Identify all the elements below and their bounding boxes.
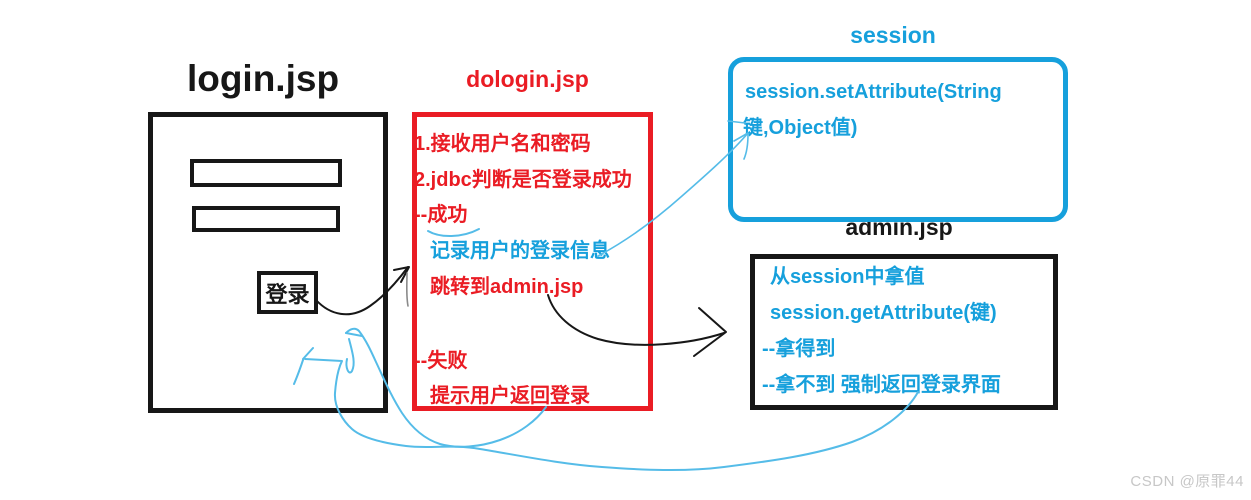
- csdn-watermark: CSDN @原罪44: [1130, 473, 1244, 490]
- admin-no-value-force-login: --拿不到 强制返回登录界面: [762, 374, 1001, 396]
- dologin-jsp-title: dologin.jsp: [466, 66, 589, 92]
- admin-page-box: 从session中拿值 session.getAttribute(键) --拿得…: [750, 254, 1058, 410]
- admin-get-from-session: 从session中拿值: [770, 266, 925, 288]
- admin-getattribute: session.getAttribute(键): [770, 302, 997, 324]
- arrow-login-to-dologin-head: [393, 266, 410, 283]
- session-setattribute-line1: session.setAttribute(String: [745, 81, 1002, 103]
- dologin-record-login-info: 记录用户的登录信息: [430, 240, 610, 262]
- admin-got-value: --拿得到: [762, 338, 836, 360]
- session-setattribute-line2: 键,Object值): [743, 117, 858, 139]
- arrow-login-to-dologin-overshoot: [405, 272, 409, 307]
- session-box: session.setAttribute(String 键,Object值): [728, 57, 1068, 222]
- dologin-redirect-admin: 跳转到admin.jsp: [430, 276, 584, 298]
- login-button-sketch: 登录: [257, 271, 318, 314]
- session-title: session: [850, 22, 936, 48]
- dologin-success-label: --成功: [414, 204, 468, 226]
- arrow-redirect-to-admin-head: [693, 307, 727, 357]
- password-input-sketch: [192, 206, 340, 232]
- dologin-fail-label: --失败: [414, 350, 468, 372]
- login-page-box: 登录: [148, 112, 388, 413]
- dologin-page-box: 1.接收用户名和密码 2.jdbc判断是否登录成功 --成功 记录用户的登录信息…: [412, 112, 653, 411]
- dologin-prompt-return-login: 提示用户返回登录: [430, 385, 590, 407]
- username-input-sketch: [190, 159, 342, 187]
- login-jsp-title: login.jsp: [186, 58, 340, 99]
- dologin-step-2: 2.jdbc判断是否登录成功: [414, 169, 632, 191]
- dologin-step-1: 1.接收用户名和密码: [414, 133, 591, 155]
